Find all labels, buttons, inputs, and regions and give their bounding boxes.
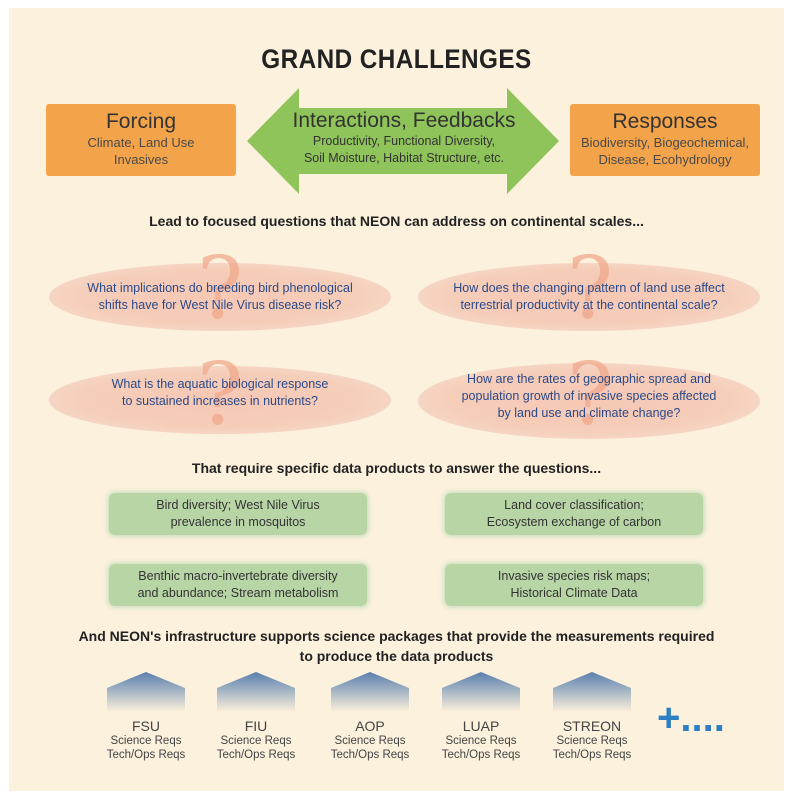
question-4-line-1: How are the rates of geographic spread a… [467, 372, 711, 386]
product-box-3: Benthic macro-invertebrate diversity and… [109, 564, 367, 606]
package-science-reqs: Science Reqs [556, 735, 628, 747]
more-packages-plus-icon: +.... [657, 696, 725, 740]
package-aop: AOP Science Reqs Tech/Ops Reqs [325, 672, 415, 762]
product-box-4: Invasive species risk maps; Historical C… [445, 564, 703, 606]
question-1: What implications do breeding bird pheno… [49, 280, 391, 314]
question-ellipse-3 [49, 366, 391, 434]
question-2: How does the changing pattern of land us… [418, 280, 760, 314]
package-science-reqs: Science Reqs [445, 735, 517, 747]
question-mark-icon: ? [566, 239, 614, 339]
product-1-line-2: prevalence in mosquitos [170, 515, 306, 529]
question-mark-icon: ? [196, 239, 244, 339]
house-roof-icon [107, 672, 185, 712]
package-tech-ops-reqs: Tech/Ops Reqs [216, 749, 296, 761]
package-streon: STREON Science Reqs Tech/Ops Reqs [547, 672, 637, 762]
grand-challenges-panel: GRAND CHALLENGES Forcing Climate, Land U… [9, 8, 784, 791]
question-1-line-1: What implications do breeding bird pheno… [87, 281, 353, 295]
question-2-line-2: terrestrial productivity at the continen… [460, 298, 718, 312]
package-name: LUAP [462, 718, 500, 734]
question-2-line-1: How does the changing pattern of land us… [453, 281, 725, 295]
infrastructure-line-1: And NEON's infrastructure supports scien… [78, 628, 715, 644]
infrastructure-heading: And NEON's infrastructure supports scien… [9, 626, 784, 666]
package-fiu: FIU Science Reqs Tech/Ops Reqs [211, 672, 301, 762]
interactions-text: Interactions, Feedbacks Productivity, Fu… [279, 109, 529, 167]
require-heading: That require specific data products to a… [191, 460, 602, 476]
double-arrow-icon [247, 88, 559, 194]
responses-box: Responses Biodiversity, Biogeochemical, … [570, 104, 760, 176]
question-ellipse-4 [418, 363, 760, 439]
package-luap: LUAP Science Reqs Tech/Ops Reqs [436, 672, 526, 762]
forcing-line-1: Climate, Land Use [87, 135, 195, 150]
product-2-line-2: Ecosystem exchange of carbon [486, 515, 662, 529]
infrastructure-line-2: to produce the data products [299, 648, 494, 664]
package-science-reqs: Science Reqs [110, 735, 182, 747]
question-ellipse-2 [418, 263, 760, 331]
product-box-2: Land cover classification; Ecosystem exc… [445, 493, 703, 535]
house-roof-icon [553, 672, 631, 712]
package-science-reqs: Science Reqs [334, 735, 406, 747]
package-name: AOP [355, 718, 385, 734]
question-4: How are the rates of geographic spread a… [418, 371, 760, 422]
house-roof-icon [217, 672, 295, 712]
package-tech-ops-reqs: Tech/Ops Reqs [330, 749, 410, 761]
responses-line-1: Biodiversity, Biogeochemical, [580, 135, 750, 150]
forcing-line-2: Invasives [113, 152, 169, 167]
question-3-line-1: What is the aquatic biological response [111, 377, 329, 391]
product-4-line-1: Invasive species risk maps; [497, 569, 651, 583]
product-3-line-1: Benthic macro-invertebrate diversity [138, 569, 338, 583]
package-name: STREON [562, 718, 622, 734]
product-3-line-2: and abundance; Stream metabolism [137, 586, 339, 600]
interactions-heading: Interactions, Feedbacks [292, 109, 516, 132]
package-tech-ops-reqs: Tech/Ops Reqs [441, 749, 521, 761]
lead-heading: Lead to focused questions that NEON can … [149, 213, 644, 229]
package-tech-ops-reqs: Tech/Ops Reqs [106, 749, 186, 761]
house-roof-icon [442, 672, 520, 712]
product-1-line-1: Bird diversity; West Nile Virus [156, 498, 320, 512]
interactions-line-2: Soil Moisture, Habitat Structure, etc. [303, 151, 505, 165]
question-3: What is the aquatic biological response … [49, 376, 391, 410]
page-title: GRAND CHALLENGES [261, 44, 532, 74]
responses-heading: Responses [612, 110, 718, 133]
product-4-line-2: Historical Climate Data [510, 586, 638, 600]
forcing-heading: Forcing [105, 110, 177, 133]
product-box-1: Bird diversity; West Nile Virus prevalen… [109, 493, 367, 535]
question-mark-icon: ? [196, 345, 244, 445]
question-4-line-3: by land use and climate change? [497, 406, 681, 420]
responses-line-2: Disease, Ecohydrology [598, 152, 732, 167]
question-ellipse-1 [49, 263, 391, 331]
package-name: FIU [244, 718, 268, 734]
house-roof-icon [331, 672, 409, 712]
forcing-box: Forcing Climate, Land Use Invasives [46, 104, 236, 176]
package-tech-ops-reqs: Tech/Ops Reqs [552, 749, 632, 761]
question-4-line-2: population growth of invasive species af… [461, 389, 717, 403]
package-science-reqs: Science Reqs [220, 735, 292, 747]
interactions-line-1: Productivity, Functional Diversity, [312, 134, 496, 148]
question-1-line-2: shifts have for West Nile Virus disease … [98, 298, 342, 312]
question-3-line-2: to sustained increases in nutrients? [122, 394, 318, 408]
question-mark-icon: ? [566, 345, 614, 445]
package-name: FSU [132, 718, 160, 734]
package-fsu: FSU Science Reqs Tech/Ops Reqs [101, 672, 191, 762]
product-2-line-1: Land cover classification; [504, 498, 644, 512]
